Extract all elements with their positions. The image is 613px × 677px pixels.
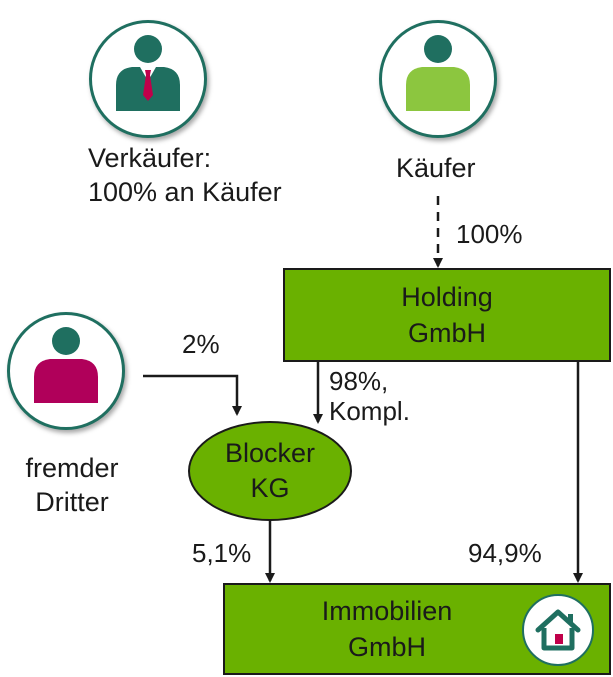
blocker-line2: KG bbox=[250, 473, 290, 503]
pct-holding-blocker: 98%, Kompl. bbox=[329, 366, 410, 426]
third-party-label-line2: Dritter bbox=[35, 487, 109, 517]
blocker-kg-ellipse: Blocker KG bbox=[188, 421, 352, 521]
house-badge bbox=[522, 594, 594, 666]
holding-line1: Holding bbox=[401, 282, 493, 312]
buyer-label: Käufer bbox=[396, 153, 476, 183]
arrow-third-party-to-blocker bbox=[143, 374, 242, 416]
pct-holding-blocker-line2: Kompl. bbox=[329, 396, 410, 426]
house-icon bbox=[535, 609, 581, 651]
pct-holding-blocker-line1: 98%, bbox=[329, 366, 389, 396]
blocker-line1: Blocker bbox=[224, 438, 316, 468]
third-party-avatar bbox=[7, 312, 125, 430]
person-icon bbox=[406, 35, 470, 111]
third-party-label: fremder Dritter bbox=[20, 451, 124, 519]
third-party-label-line1: fremder bbox=[25, 453, 119, 483]
pct-third-party-blocker: 2% bbox=[182, 329, 220, 359]
person-suit-icon bbox=[116, 35, 180, 111]
pct-buyer-holding: 100% bbox=[456, 219, 523, 249]
holding-line2: GmbH bbox=[407, 318, 486, 348]
seller-label-line2: 100% an Käufer bbox=[88, 177, 282, 207]
holding-gmbh-box: Holding GmbH bbox=[283, 268, 611, 362]
property-line1: Immobilien bbox=[321, 596, 453, 626]
person-icon bbox=[34, 327, 98, 403]
pct-holding-property: 94,9% bbox=[468, 538, 542, 568]
seller-label: Verkäufer: 100% an Käufer bbox=[88, 141, 282, 209]
property-line2: GmbH bbox=[347, 632, 426, 662]
seller-label-line1: Verkäufer: bbox=[88, 143, 212, 173]
seller-avatar bbox=[89, 20, 207, 138]
buyer-avatar bbox=[379, 20, 497, 138]
pct-blocker-property: 5,1% bbox=[192, 538, 252, 568]
